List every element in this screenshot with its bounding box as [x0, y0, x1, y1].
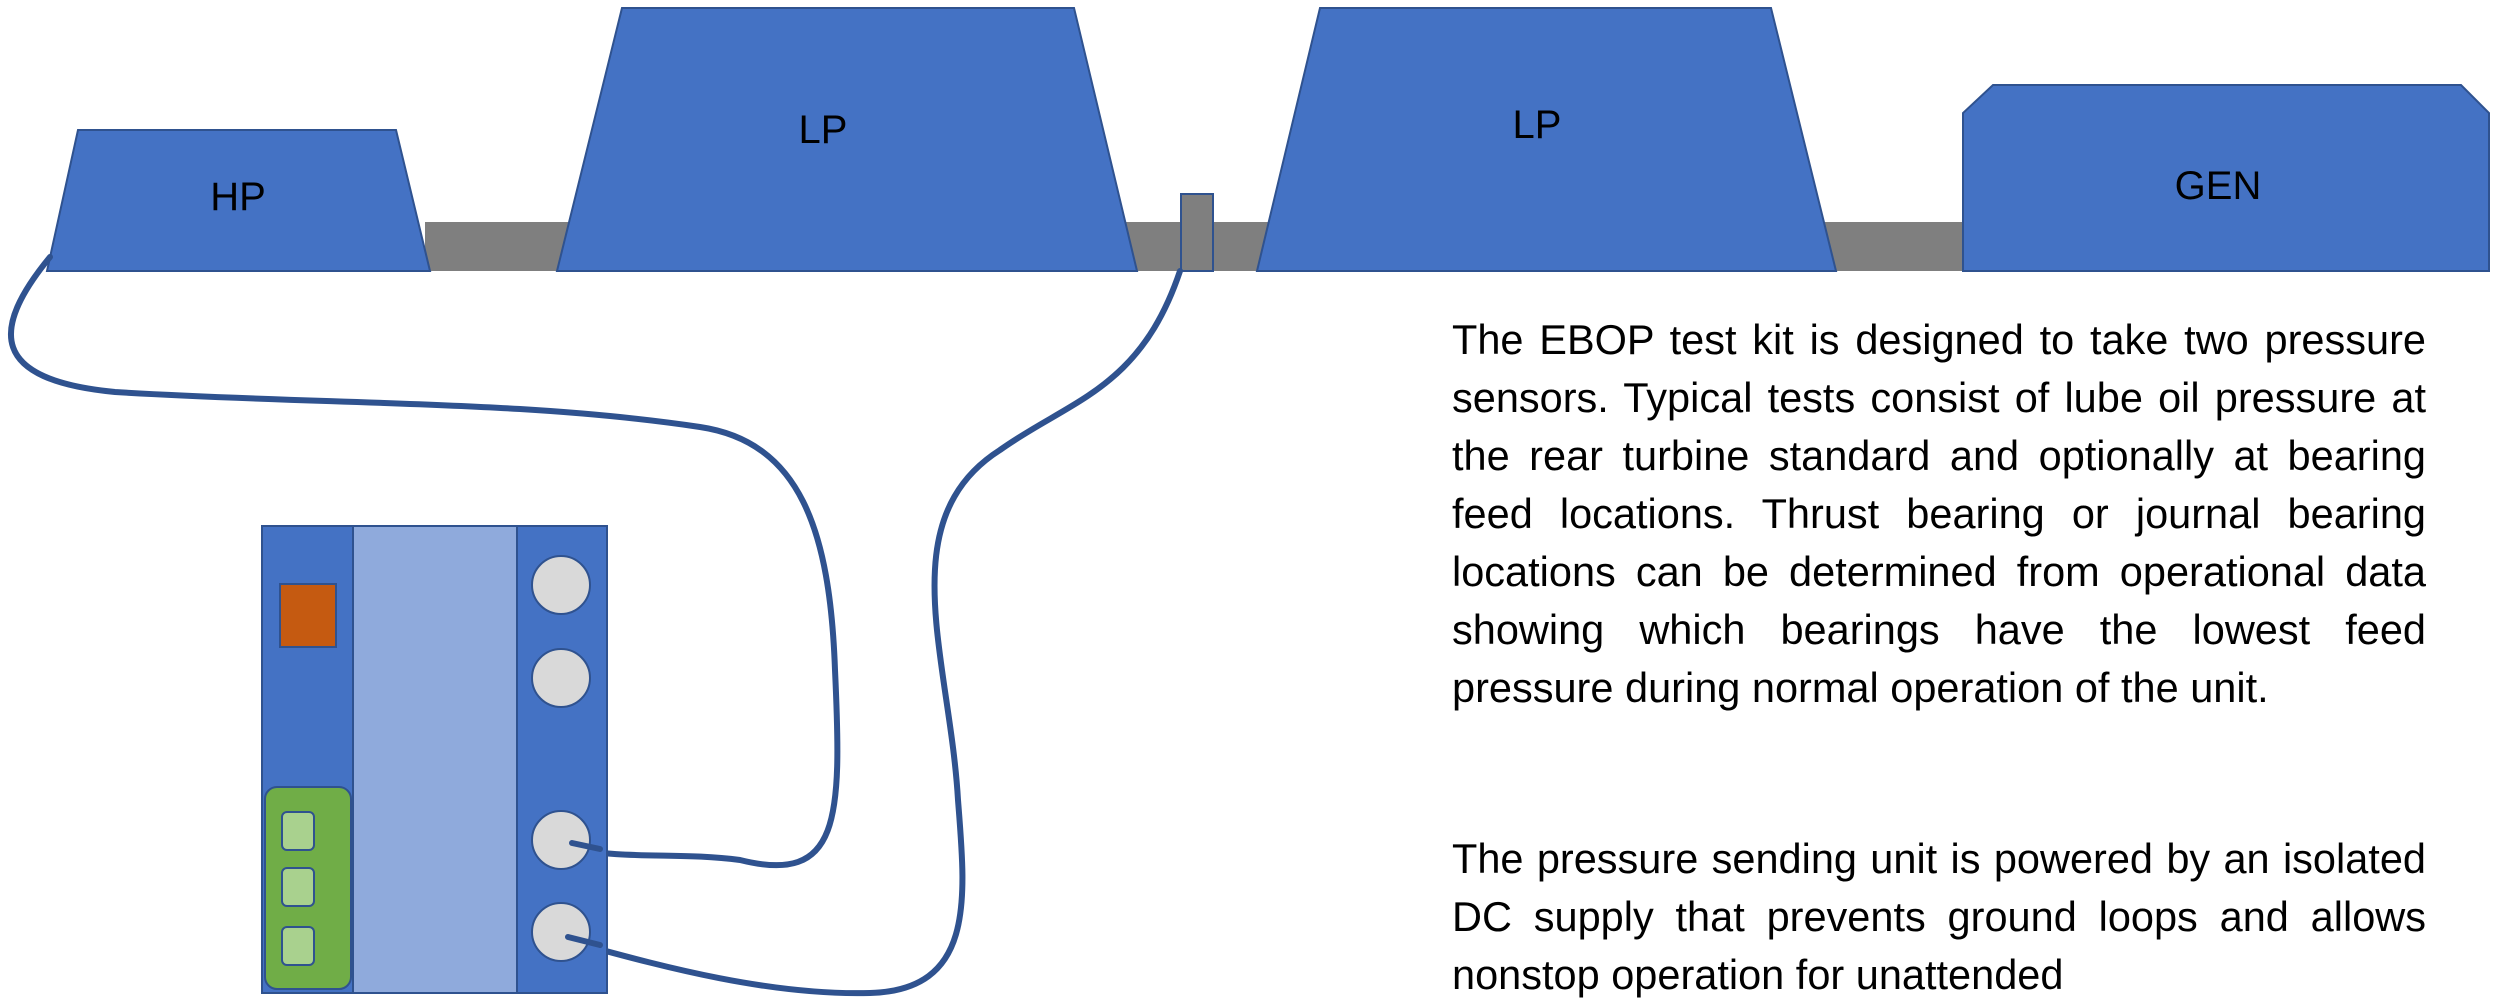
terminal-1 — [281, 811, 315, 851]
status-indicator-light — [279, 583, 337, 648]
shaft-segment-lp-gen — [1825, 222, 1970, 271]
cable-end-port-4 — [565, 934, 603, 948]
cable-end-port-3 — [569, 840, 603, 852]
sensor-port-3 — [531, 810, 591, 870]
hp-turbine-casing — [45, 129, 432, 272]
lp-turbine-2-label: LP — [1513, 103, 1562, 147]
terminal-3 — [281, 926, 315, 966]
description-paragraph-1: The EBOP test kit is designed to take tw… — [1452, 316, 2426, 711]
generator-label: GEN — [2175, 164, 2262, 208]
description-paragraph-2: The pressure sending unit is powered by … — [1452, 835, 2426, 998]
terminal-2 — [281, 867, 315, 907]
lp-turbine-2-casing — [1255, 7, 1838, 272]
ebop-test-kit — [261, 525, 608, 994]
sensor-port-1 — [531, 555, 591, 615]
lp-turbine-1-label: LP — [799, 108, 848, 152]
sensor-port-2 — [531, 648, 591, 708]
sensor-port-4 — [531, 902, 591, 962]
sensor-cable-hp — [7, 254, 841, 869]
generator-casing — [1962, 84, 2490, 272]
shaft-segment-hp-lp — [425, 222, 570, 271]
hp-turbine-label: HP — [210, 175, 266, 219]
lp-turbine-1-casing — [555, 7, 1139, 272]
pressure-tap — [1180, 193, 1214, 272]
test-kit-center-panel — [352, 525, 518, 994]
sensor-cable-lp — [562, 268, 1183, 997]
